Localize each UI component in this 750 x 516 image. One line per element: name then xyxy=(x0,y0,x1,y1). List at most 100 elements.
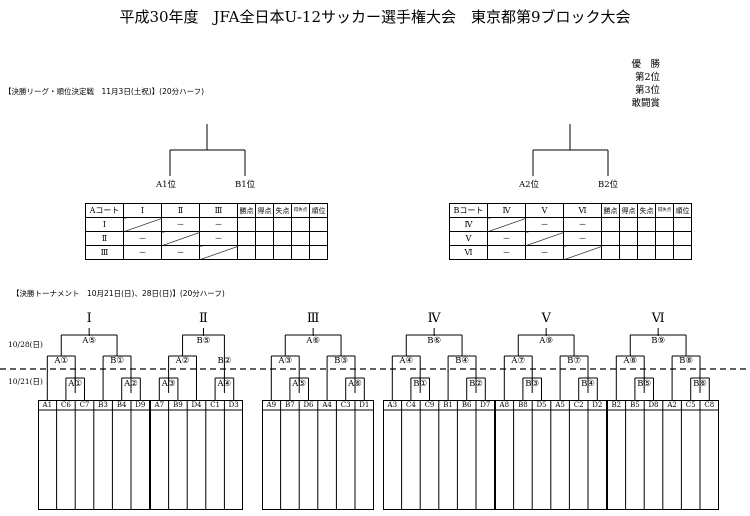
team-slot: D5 xyxy=(536,401,547,409)
table-cell-self xyxy=(563,245,602,260)
team-slot: B7 xyxy=(285,401,295,409)
semifinal-match-label: A① xyxy=(54,356,69,366)
bracket-group-label: Ⅲ xyxy=(306,311,320,326)
league-b-place-left: A2位 xyxy=(519,180,540,190)
team-slot: D9 xyxy=(135,401,146,409)
final-match-label: A⑥ xyxy=(306,336,321,346)
semifinal-match-label: B⑧ xyxy=(679,356,693,366)
semifinal-match-label: B① xyxy=(110,356,124,366)
team-slot: D8 xyxy=(648,401,659,409)
semifinal-match-label: A④ xyxy=(399,356,414,366)
league-b-table: Bコート Ⅳ Ⅴ Ⅵ 勝点 得点 失点 得失点 順位 Ⅳ － － Ⅴ － － Ⅵ… xyxy=(449,203,692,260)
team-slot: C4 xyxy=(405,401,416,409)
team-block xyxy=(38,400,150,510)
semifinal-match-label: B④ xyxy=(455,356,469,366)
league-b-bracket xyxy=(532,124,609,176)
table-cell xyxy=(673,245,692,260)
round1-match-label: A④ xyxy=(217,379,232,389)
team-slot: A1 xyxy=(42,401,53,409)
table-header-row: Aコート Ⅰ Ⅱ Ⅲ 勝点 得点 失点 得失点 順位 xyxy=(85,203,328,218)
team-slot: A3 xyxy=(387,401,398,409)
team-slot: D4 xyxy=(191,401,202,409)
team-slot: A5 xyxy=(555,401,565,409)
round1-match-label: B① xyxy=(413,379,428,389)
semifinal-match-label: A⑦ xyxy=(511,356,526,366)
round1-match-label: B③ xyxy=(525,379,540,389)
team-slot: B2 xyxy=(611,401,622,409)
team-slot: A4 xyxy=(322,401,332,409)
final-match-label: A⑨ xyxy=(539,336,554,346)
round1-match-label: A③ xyxy=(161,379,176,389)
round1-match-label: B④ xyxy=(581,379,595,389)
round1-match-label: B② xyxy=(469,379,483,389)
team-slot: B5 xyxy=(630,401,640,409)
table-row: Ⅰ － － xyxy=(85,217,328,232)
team-block xyxy=(607,400,719,510)
team-slot: A9 xyxy=(266,401,277,409)
semifinal-match-label: A③ xyxy=(278,356,293,366)
prize-fighting-spirit: 敢闘賞 xyxy=(631,98,660,109)
prize-list: 優 勝 第2位 第3位 敢闘賞 xyxy=(600,58,660,110)
team-block xyxy=(495,400,607,510)
team-slot: C2 xyxy=(573,401,584,409)
team-slot: D6 xyxy=(303,401,314,409)
team-slot: C7 xyxy=(79,401,90,409)
prize-third: 第3位 xyxy=(634,85,660,96)
team-slot: D2 xyxy=(592,401,603,409)
league-a-table: Aコート Ⅰ Ⅱ Ⅲ 勝点 得点 失点 得失点 順位 Ⅰ － － Ⅱ － － Ⅲ… xyxy=(85,203,328,260)
bracket-group-label: Ⅰ xyxy=(86,311,92,326)
team-slot: C5 xyxy=(685,401,696,409)
bracket-group-label: Ⅵ xyxy=(651,311,665,326)
league-a-bracket xyxy=(169,124,246,176)
round1-match-label: A② xyxy=(124,379,138,389)
team-slot: A2 xyxy=(667,401,677,409)
round1-match-label: A① xyxy=(68,379,83,389)
team-slot: C1 xyxy=(210,401,220,409)
league-b-place-right: B2位 xyxy=(598,180,619,190)
final-match-label: B⑥ xyxy=(427,336,442,346)
tournament-section-heading: 【決勝トーナメント 10月21日(日)、28日(日)】(20分ハーフ) xyxy=(12,289,225,298)
team-slot: C9 xyxy=(424,401,435,409)
semifinal-match-label: A② xyxy=(175,356,190,366)
team-slot: A7 xyxy=(154,401,165,409)
table-row-label: Ⅵ xyxy=(449,245,488,260)
league-a-place-right: B1位 xyxy=(235,180,256,190)
team-slot: D7 xyxy=(480,401,491,409)
semifinal-match-label: B⑦ xyxy=(567,356,581,366)
round1-match-label: A⑥ xyxy=(348,379,362,389)
round1-match-label: B⑤ xyxy=(637,379,652,389)
prize-second: 第2位 xyxy=(634,72,660,83)
team-slot: B6 xyxy=(461,401,472,409)
bracket-group-label: Ⅴ xyxy=(541,311,551,326)
round1-match-label: B⑥ xyxy=(693,379,707,389)
team-slot: B8 xyxy=(518,401,528,409)
semifinal-match-label: B② xyxy=(217,356,232,366)
team-slot: B9 xyxy=(173,401,183,409)
league-section-heading: 【決勝リーグ・順位決定戦 11月3日(土祝)】(20分ハーフ) xyxy=(4,87,205,96)
bracket-group-label: Ⅱ xyxy=(199,311,208,326)
semifinal-match-label: A⑧ xyxy=(623,356,638,366)
date-label-first-day: 10/21(日) xyxy=(8,377,43,386)
date-label-final-day: 10/28(日) xyxy=(8,340,43,349)
team-slot: C8 xyxy=(704,401,715,409)
team-slot: B1 xyxy=(443,401,453,409)
table-row: Ⅳ － － xyxy=(449,217,692,232)
table-cell-self xyxy=(161,231,200,246)
prize-winner: 優 勝 xyxy=(631,59,660,70)
team-slot: C6 xyxy=(60,401,71,409)
league-a-place-left: A1位 xyxy=(156,180,177,190)
semifinal-match-label: B③ xyxy=(334,356,348,366)
final-match-label: B⑤ xyxy=(196,336,211,346)
team-slot: C3 xyxy=(340,401,351,409)
team-slot: D3 xyxy=(228,401,239,409)
page-title: 平成30年度 JFA全日本U-12サッカー選手権大会 東京都第9ブロック大会 xyxy=(119,8,631,26)
final-match-label: A⑤ xyxy=(82,336,97,346)
team-block xyxy=(150,400,243,510)
final-match-label: B⑨ xyxy=(651,336,666,346)
team-slot: B3 xyxy=(98,401,108,409)
table-cell-self xyxy=(199,245,238,260)
round1-match-label: A⑤ xyxy=(292,379,307,389)
team-slot: A8 xyxy=(499,401,510,409)
